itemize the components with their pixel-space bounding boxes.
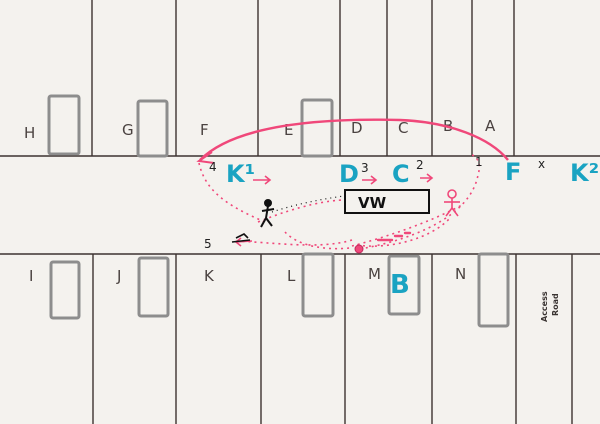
step-5: 5 [204, 237, 212, 251]
black-mark-near-5 [231, 233, 251, 243]
arrow-k1 [253, 175, 272, 185]
lot-label-i: I [29, 267, 33, 285]
marker-b: B [390, 270, 410, 300]
pink-small-arrows [253, 173, 434, 185]
marker-c: C [392, 160, 410, 188]
access-road-line1: Access [540, 291, 549, 322]
step-2: 2 [416, 158, 424, 172]
access-road-line2: Road [551, 293, 560, 316]
lot-label-c: C [398, 119, 408, 137]
lot-label-a: A [485, 117, 496, 135]
black-stick-figure [260, 199, 275, 228]
lot-label-n: N [455, 265, 466, 283]
lot-label-j: J [116, 267, 121, 285]
houses-south [49, 252, 510, 328]
pink-short-dashes [376, 231, 412, 242]
black-dotted-line [271, 195, 345, 213]
marker-f: F [505, 158, 521, 186]
pink-point-marker [354, 244, 364, 254]
arrow-d [362, 175, 378, 185]
house-l [301, 252, 335, 318]
houses-north [47, 94, 334, 158]
marker-k2: K² [570, 159, 599, 187]
pink-stick-figure [444, 189, 460, 217]
step-4: 4 [209, 160, 217, 174]
lot-label-g: G [122, 121, 134, 139]
step-1: 1 [475, 155, 483, 169]
marker-k1: K¹ [226, 160, 255, 188]
lot-label-d: D [351, 119, 363, 137]
house-e [300, 98, 334, 158]
house-j [137, 256, 170, 318]
house-h [47, 94, 81, 156]
marker-d: D [339, 160, 359, 188]
access-road-label: Access Road [540, 291, 560, 322]
house-i [49, 260, 81, 320]
south-lot-dividers [92, 254, 573, 424]
north-lot-dividers [91, 0, 515, 156]
pink-arc-arrowhead [196, 151, 215, 164]
x-marker: x [538, 157, 545, 171]
house-n [477, 252, 510, 328]
vw-car-label: VW [358, 194, 387, 212]
lot-label-e: E [284, 121, 293, 139]
arrow-c [420, 173, 434, 183]
house-m [387, 254, 421, 316]
lot-label-h: H [24, 124, 35, 142]
lot-label-l: L [287, 267, 296, 285]
lot-label-f: F [200, 121, 209, 139]
house-g [136, 99, 169, 158]
lot-label-k: K [204, 267, 215, 285]
pink-dotted-trails [198, 153, 481, 250]
pink-arc-path [199, 118, 509, 161]
lot-label-m: M [368, 265, 381, 283]
vw-car [344, 189, 430, 214]
step-3: 3 [361, 161, 369, 175]
